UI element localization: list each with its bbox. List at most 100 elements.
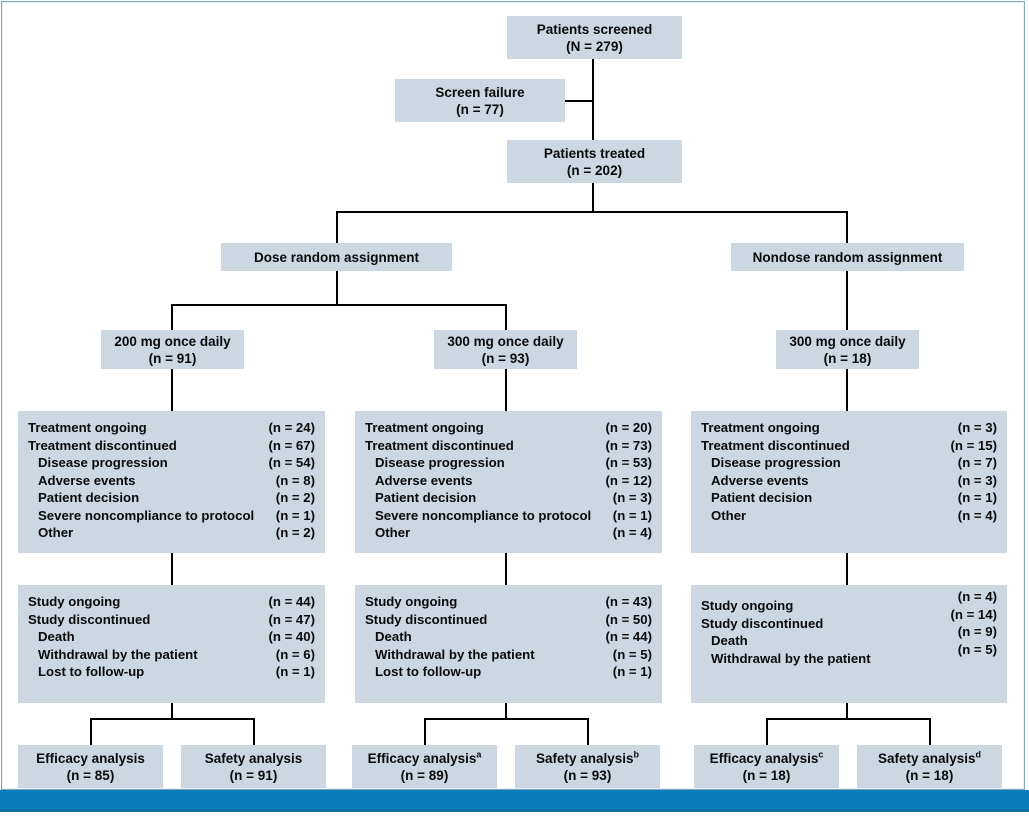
status-row: Disease progression (n = 54) [28,455,315,473]
connector-analysis-bus-1 [90,718,255,720]
status-row-label: Disease progression [38,455,168,470]
status-row-label: Patient decision [375,490,477,505]
node-dose-random-assignment-label: Dose random assignment [253,249,420,265]
status-row-label: Patient decision [38,490,140,505]
status-row-count: (n = 2) [275,490,315,505]
panel-treatment-status-200mg[interactable]: Treatment ongoing(n = 24)Treatment disco… [18,411,325,553]
analysis-label: Safety analysis [204,750,303,766]
connector-to-efficacy-2 [424,718,426,745]
status-row: Disease progression(n = 7) [701,455,997,473]
node-efficacy-analysis-nondose[interactable]: Efficacy analysisc(n = 18) [694,745,839,788]
node-patients-screened[interactable]: Patients screened (N = 279) [507,16,682,59]
node-screen-failure-label: Screen failure [435,84,525,100]
status-row-count: (n = 4) [957,589,997,604]
connector-arm200-to-treatment [171,368,173,411]
status-row: Patient decision (n = 1) [701,490,997,508]
node-safety-analysis-300mg[interactable]: Safety analysisb(n = 93) [515,745,660,788]
status-row-label: Withdrawal by the patient [375,646,535,662]
connector-to-safety-2 [587,718,589,745]
status-row-count: (n = 12) [605,472,652,488]
status-row-label: Treatment discontinued [365,437,514,453]
connector-to-arm-300 [505,304,507,330]
panel-study-status-300mg[interactable]: Study ongoing(n = 43)Study discontinued(… [355,585,662,703]
connector-to-efficacy-1 [90,718,92,745]
node-efficacy-analysis-200mg[interactable]: Efficacy analysis(n = 85) [18,745,163,788]
panel-study-status-200mg[interactable]: Study ongoing(n = 44)Study discontinued (… [18,585,325,703]
status-row: Treatment ongoing(n = 20) [365,420,652,438]
connector-to-nondose-random [846,211,848,243]
connector-to-safety-1 [253,718,255,745]
status-row-count: (n = 8) [275,472,315,488]
connector-random-bus [336,211,848,213]
connector-to-arm-300-nondose [846,271,848,330]
status-row: Other(n = 4) [701,508,997,526]
status-row-label: Study ongoing [365,594,458,609]
connector-treated-down [592,182,594,212]
status-row-label: Adverse events [711,472,809,488]
status-row-count: (n = 1) [612,664,652,679]
status-row: Severe noncompliance to protocol(n = 1) [28,508,315,526]
status-row-label: Treatment ongoing [701,420,820,435]
analysis-count: (n = 18) [742,767,791,783]
status-row-label: Study discontinued [28,611,151,627]
analysis-label: Efficacy analysisa [367,749,482,766]
status-row: Lost to follow-up(n = 1) [365,664,652,682]
status-row: Treatment discontinued(n = 15) [701,438,997,456]
status-row-label: Treatment discontinued [28,437,177,453]
status-count-column: (n = 4)(n = 14)(n = 9)(n = 5) [950,589,997,659]
status-row-label: Other [38,525,74,540]
node-arm-300mg[interactable]: 300 mg once daily (n = 93) [434,330,577,369]
node-nondose-random-assignment-label: Nondose random assignment [752,249,943,265]
status-row-count: (n = 53) [605,455,652,470]
footer-accent-bar [0,790,1029,812]
status-row: Study ongoing(n = 44) [28,594,315,612]
status-row-label: Withdrawal by the patient [38,646,198,662]
node-screen-failure[interactable]: Screen failure (n = 77) [395,79,565,122]
status-row-label: Patient decision [711,490,813,505]
status-row: Adverse events(n = 3) [701,473,997,491]
footer-accent-bar-shade [0,809,1029,812]
node-arm-300mg-nondose[interactable]: 300 mg once daily (n = 18) [776,330,919,369]
status-row-count: (n = 40) [268,629,315,644]
status-row: Treatment ongoing(n = 3) [701,420,997,438]
node-arm-200mg-count: (n = 91) [148,350,197,366]
status-row-count: (n = 4) [957,507,997,523]
node-patients-treated[interactable]: Patients treated (n = 202) [507,140,682,183]
status-row-count: (n = 6) [275,646,315,662]
analysis-label: Safety analysisd [877,749,982,766]
node-safety-analysis-nondose[interactable]: Safety analysisd(n = 18) [857,745,1002,788]
connector-screen-failure [562,100,594,102]
panel-treatment-status-300mg-nondose[interactable]: Treatment ongoing(n = 3)Treatment discon… [691,411,1007,553]
node-arm-300mg-label: 300 mg once daily [447,333,564,349]
status-row-label: Treatment ongoing [365,420,484,435]
connector-to-arm-200 [171,304,173,330]
status-row-count: (n = 15) [950,437,997,453]
node-arm-200mg[interactable]: 200 mg once daily (n = 91) [101,330,244,369]
status-row-count: (n = 1) [957,490,997,505]
status-row-count: (n = 54) [268,455,315,470]
analysis-count: (n = 91) [229,767,278,783]
status-row: Study discontinued(n = 50) [365,612,652,630]
connector-analysis-bus-2 [424,718,589,720]
status-row-count: (n = 2) [275,525,315,540]
panel-study-status-300mg-nondose[interactable]: (n = 4)(n = 14)(n = 9)(n = 5)Study ongoi… [691,585,1007,703]
node-arm-300mg-nondose-count: (n = 18) [823,350,872,366]
node-dose-random-assignment[interactable]: Dose random assignment [221,243,452,271]
node-efficacy-analysis-300mg[interactable]: Efficacy analysisa(n = 89) [352,745,497,788]
node-safety-analysis-200mg[interactable]: Safety analysis(n = 91) [181,745,326,788]
node-nondose-random-assignment[interactable]: Nondose random assignment [731,243,964,271]
analysis-count: (n = 93) [563,767,612,783]
status-row: Treatment discontinued(n = 73) [365,438,652,456]
status-row: Withdrawal by the patient(n = 5) [365,647,652,665]
panel-treatment-status-300mg[interactable]: Treatment ongoing(n = 20)Treatment disco… [355,411,662,553]
connector-arm300nd-to-treatment [846,368,848,411]
status-row-count: (n = 24) [268,420,315,435]
status-row: Death(n = 40) [28,629,315,647]
connector-treatment-to-study-2 [505,553,507,585]
status-row: Lost to follow-up(n = 1) [28,664,315,682]
status-row-count: (n = 1) [275,507,315,523]
status-row-count: (n = 7) [957,455,997,470]
status-row-label: Adverse events [375,472,473,488]
status-row-count: (n = 44) [268,594,315,609]
connector-to-safety-3 [929,718,931,745]
